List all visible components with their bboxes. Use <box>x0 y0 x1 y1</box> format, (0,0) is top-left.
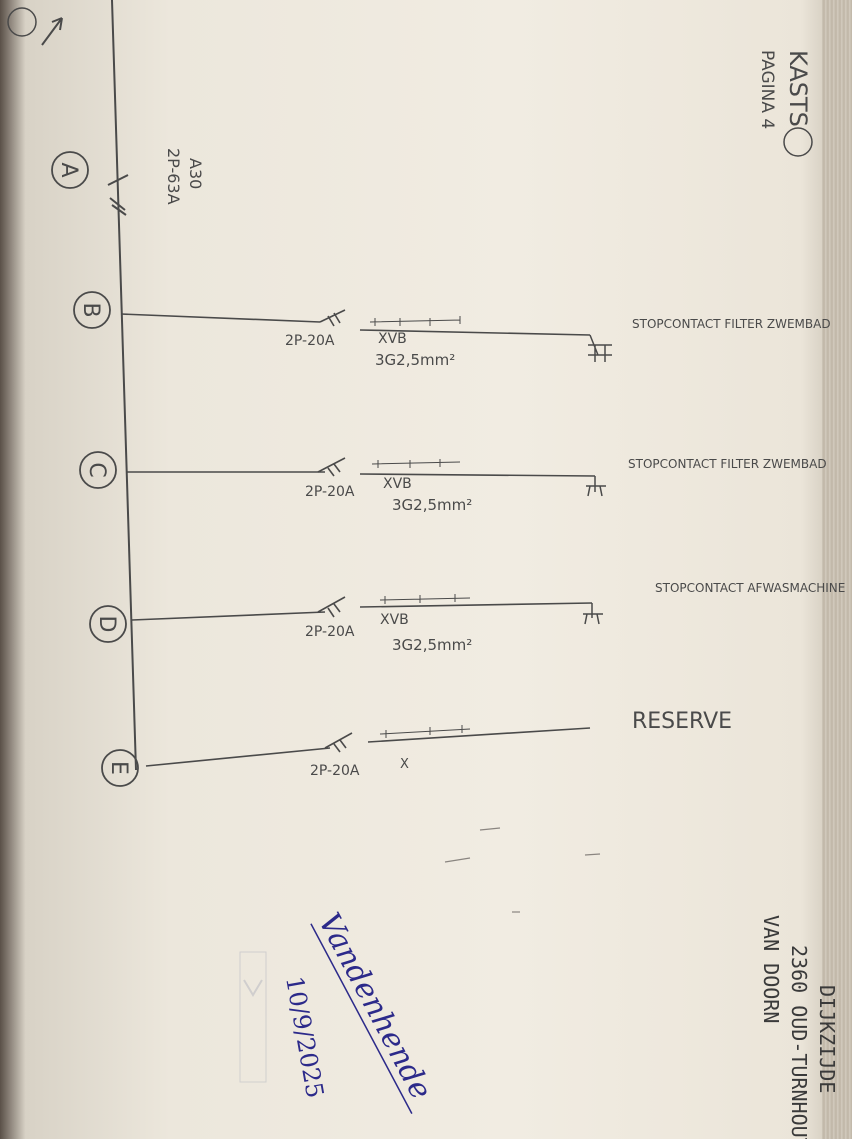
main-breaker-rating: A30 <box>186 158 205 189</box>
cable-line <box>359 473 596 477</box>
breaker-icon <box>317 457 346 477</box>
main-bus-line <box>111 0 137 771</box>
feed-a: A A30 2P-63A <box>51 148 205 216</box>
feeder-line <box>131 611 326 621</box>
cable-ticks <box>371 459 461 468</box>
socket-icon <box>586 476 606 497</box>
header-block: KASTS PAGINA 4 <box>757 50 813 157</box>
cable-size: 3G2,5mm² <box>392 636 472 654</box>
main-breaker-icon <box>107 174 129 216</box>
socket-icon <box>583 603 603 625</box>
node-label: C <box>84 462 109 477</box>
stray-pencil-marks <box>444 827 601 913</box>
signature-block: Vandenhende <box>310 907 439 1114</box>
circuit-e: E 2P-20A X RESERVE <box>101 709 732 787</box>
breaker-icon <box>317 596 346 618</box>
cable-line <box>367 727 591 743</box>
company-stamp <box>239 951 267 1083</box>
cable-size: 3G2,5mm² <box>375 351 455 369</box>
signature-date-block: 10/9/2025 <box>280 974 329 1100</box>
notebook-page-edge <box>822 0 852 1139</box>
circuit-d: D 2P-20A XVB 3G2,5mm² STOPCONTACT AFWASM… <box>89 581 845 654</box>
cable-ticks <box>369 316 461 326</box>
corner-arrow-mark <box>7 7 63 46</box>
node-circle <box>101 749 139 787</box>
cable-line <box>359 329 591 336</box>
feeder-line <box>120 313 321 323</box>
feeder-line <box>145 747 331 767</box>
node-circle <box>79 451 117 489</box>
load-label: RESERVE <box>632 709 732 734</box>
circuit-b: B 2P-20A XVB 3G2,5mm² STOPCONTACT FILTER… <box>73 291 831 369</box>
stamp-logo-icon <box>243 979 263 997</box>
header-page: PAGINA 4 <box>757 50 777 129</box>
node-circle <box>89 605 127 643</box>
breaker-label: 2P-20A <box>305 484 355 500</box>
node-circle <box>51 151 89 189</box>
header-title-circle <box>783 127 813 157</box>
node-label: A <box>56 162 81 177</box>
cable-type: XVB <box>380 612 409 628</box>
signature-underline <box>310 923 413 1114</box>
circuit-c: C 2P-20A XVB 3G2,5mm² STOPCONTACT FILTER… <box>79 451 827 514</box>
signature-date: 10/9/2025 <box>280 974 329 1100</box>
address-block: DIJKZIJDE 2360 OUD-TURNHOUT VAN DOORN <box>759 915 839 1139</box>
cable-ticks <box>379 594 471 604</box>
load-label: STOPCONTACT FILTER ZWEMBAD <box>632 317 831 331</box>
node-label: B <box>78 302 103 317</box>
address-line-3: VAN DOORN <box>759 915 783 1023</box>
main-breaker-code: 2P-63A <box>164 148 183 205</box>
cable-line <box>359 602 593 608</box>
cable-type: XVB <box>378 331 407 347</box>
cable-type: X <box>400 757 409 772</box>
breaker-icon <box>319 309 346 327</box>
breaker-label: 2P-20A <box>310 763 360 779</box>
cable-ticks <box>379 725 471 738</box>
header-title: KASTS <box>784 50 812 127</box>
breaker-label: 2P-20A <box>305 624 355 640</box>
address-line-1: DIJKZIJDE <box>815 985 839 1093</box>
cable-size: 3G2,5mm² <box>392 496 472 514</box>
breaker-icon <box>324 732 353 753</box>
load-label: STOPCONTACT AFWASMACHINE <box>655 581 845 595</box>
socket-icon <box>588 334 612 362</box>
load-label: STOPCONTACT FILTER ZWEMBAD <box>628 457 827 471</box>
address-line-2: 2360 OUD-TURNHOUT <box>787 945 811 1139</box>
node-label: D <box>94 616 119 633</box>
node-label: E <box>106 761 131 775</box>
signature-name: Vandenhende <box>311 907 439 1105</box>
stamp-border <box>239 951 267 1083</box>
breaker-label: 2P-20A <box>285 333 335 349</box>
node-circle <box>73 291 111 329</box>
cable-type: XVB <box>383 476 412 492</box>
